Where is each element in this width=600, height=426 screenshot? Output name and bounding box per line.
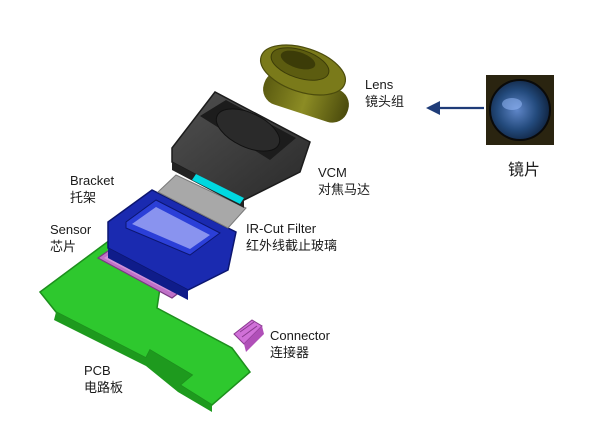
label-bracket-zh: 托架 bbox=[70, 190, 97, 205]
label-vcm: VCM 对焦马达 bbox=[318, 164, 370, 198]
label-sensor-en: Sensor bbox=[50, 222, 92, 237]
label-vcm-zh: 对焦马达 bbox=[318, 182, 371, 197]
label-bracket: Bracket 托架 bbox=[70, 172, 114, 206]
label-ir-cut-filter: IR-Cut Filter 红外线截止玻璃 bbox=[246, 220, 337, 254]
label-bracket-en: Bracket bbox=[70, 173, 115, 188]
label-connector: Connector 连接器 bbox=[270, 327, 330, 361]
inset-lens-label: 镜片 bbox=[508, 160, 541, 179]
label-pcb-en: PCB bbox=[84, 363, 111, 378]
connector-part bbox=[233, 319, 264, 352]
lens-part bbox=[260, 44, 349, 123]
label-ir-cut-filter-en: IR-Cut Filter bbox=[246, 221, 317, 236]
lens-photo-inset bbox=[486, 75, 554, 145]
label-sensor-zh: 芯片 bbox=[50, 239, 77, 254]
pointer-arrow bbox=[426, 101, 484, 115]
ir-cut-filter-part bbox=[157, 174, 247, 229]
label-vcm-en: VCM bbox=[318, 165, 347, 180]
label-lens: Lens 镜头组 bbox=[365, 76, 404, 110]
label-lens-en: Lens bbox=[365, 77, 394, 92]
label-sensor: Sensor 芯片 bbox=[50, 221, 91, 255]
label-pcb-zh: 电路板 bbox=[84, 380, 124, 395]
label-lens-zh: 镜头组 bbox=[365, 94, 405, 109]
bracket-part bbox=[107, 189, 237, 300]
label-ir-cut-filter-zh: 红外线截止玻璃 bbox=[246, 238, 338, 253]
label-pcb: PCB 电路板 bbox=[84, 362, 123, 396]
label-connector-en: Connector bbox=[270, 328, 330, 343]
label-connector-zh: 连接器 bbox=[270, 345, 310, 360]
vcm-part bbox=[171, 91, 311, 208]
